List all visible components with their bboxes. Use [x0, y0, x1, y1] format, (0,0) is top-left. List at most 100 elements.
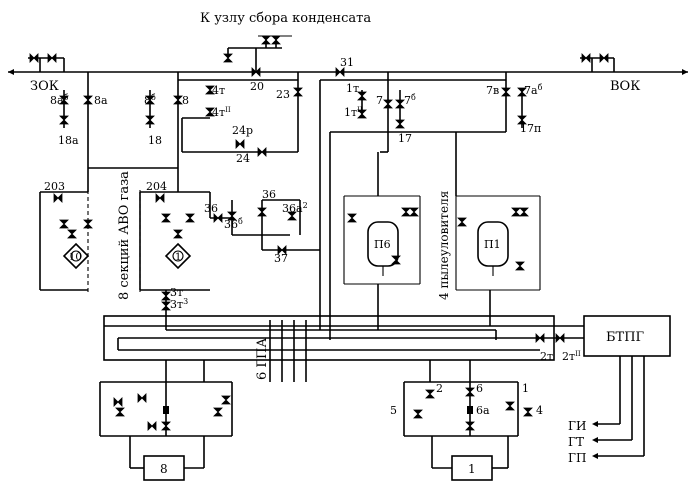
header-label-vok: ВОК — [610, 79, 640, 94]
valve-symbol — [155, 193, 165, 203]
valve-label-18: 18 — [148, 134, 162, 147]
valve-label-3t3: 3т3 — [170, 297, 188, 311]
valve-label-1: 1 — [522, 382, 529, 395]
valve-label-17p: 17п — [520, 122, 541, 135]
valve-label-37: 37 — [274, 252, 288, 265]
gpa-unit-1-label: 1 — [468, 462, 476, 476]
valve-label-4t: 4т — [212, 84, 225, 97]
valve-symbol — [213, 407, 223, 417]
valve-label-36v: 36 — [262, 188, 276, 201]
gpa-unit-8 — [99, 360, 233, 481]
dust-collector-p1 — [477, 221, 509, 276]
avo-filter-10-label: 10 — [69, 252, 82, 263]
btpg-label: БТПГ — [606, 330, 645, 345]
condensate-branch — [227, 35, 292, 72]
valve-label-3t: 3т — [170, 286, 183, 299]
valve-symbol — [271, 35, 281, 45]
valve-label-6a: 6а — [476, 404, 490, 417]
valve-symbol — [185, 213, 195, 223]
valve-label-6: 6 — [476, 382, 483, 395]
valve-symbol — [59, 95, 69, 105]
valve-label-8a6: 8аб — [50, 93, 69, 107]
valve-symbol — [293, 87, 303, 97]
valve-label-4: 4 — [536, 404, 543, 417]
valve-label-18a: 18а — [58, 134, 79, 147]
valve-label-24p: 24р — [232, 124, 253, 137]
header-label-zok: ЗОК — [30, 79, 59, 94]
valve-symbol — [251, 67, 261, 77]
valve-label-7: 7 — [376, 94, 383, 107]
valve-symbol — [115, 407, 125, 417]
valve-label-7v: 7в — [486, 84, 499, 97]
valve-label-8a: 8а — [94, 94, 108, 107]
valve-label-5: 5 — [390, 404, 397, 417]
valve-label-1t: 1т — [346, 82, 359, 95]
valve-symbol — [401, 207, 411, 217]
valve-label-20: 20 — [250, 80, 264, 93]
valve-symbol — [501, 87, 511, 97]
valve-symbol — [173, 95, 183, 105]
valve-symbol — [29, 53, 39, 63]
group-label-gpa: 6 ГПА — [255, 338, 270, 380]
valve-symbol — [395, 119, 405, 129]
valve-label-2tii: 2тII — [562, 350, 581, 363]
valve-symbol — [599, 53, 609, 63]
avo-filter-1-label: 1 — [175, 252, 181, 263]
btpg-unit — [583, 315, 671, 459]
valve-symbol — [413, 409, 423, 419]
valve-label-31: 31 — [340, 56, 354, 69]
valve-symbol — [523, 407, 533, 417]
main-header-pipe — [8, 69, 688, 75]
valve-symbol — [425, 389, 435, 399]
gpa-unit-8-label: 8 — [160, 462, 168, 476]
valve-label-8: 8 — [182, 94, 189, 107]
valve-symbol — [287, 211, 297, 221]
valve-symbol — [137, 393, 147, 403]
dust-collector-p1-label: П1 — [484, 238, 501, 251]
valve-label-203: 203 — [44, 180, 65, 193]
valve-symbol — [235, 139, 245, 149]
valve-label-204: 204 — [146, 180, 167, 193]
text-labels: К узлу сбора конденсата ЗОК ВОК 8 секций… — [30, 11, 645, 476]
valve-symbol — [511, 207, 521, 217]
dust-collector-p6 — [367, 221, 399, 276]
diagram-title: К узлу сбора конденсата — [200, 11, 371, 26]
output-gi: ГИ — [568, 419, 586, 433]
valve-symbol — [113, 397, 123, 407]
valve-symbol — [161, 291, 171, 301]
valve-symbol — [221, 395, 231, 405]
valve-symbol — [145, 95, 155, 105]
avo-section — [87, 190, 141, 292]
valve-symbol — [147, 421, 157, 431]
valve-symbol — [465, 421, 475, 431]
valve-label-36: 36 — [204, 202, 218, 215]
valve-symbol — [517, 87, 527, 97]
valve-label-7a6: 7аб — [524, 83, 543, 97]
valve-symbol — [67, 229, 77, 239]
valve-symbol — [383, 99, 393, 109]
valve-label-2: 2 — [436, 382, 443, 395]
valve-symbol — [83, 95, 93, 105]
valve-symbol — [227, 211, 237, 221]
group-label-avo: 8 секций АВО газа — [117, 171, 132, 300]
valve-symbol — [261, 35, 271, 45]
valve-layer — [29, 35, 609, 431]
valve-symbol — [581, 53, 591, 63]
output-gt: ГТ — [568, 435, 584, 449]
valve-symbol — [257, 147, 267, 157]
valve-symbol — [161, 213, 171, 223]
valve-label-17: 17 — [398, 132, 412, 145]
valve-label-4tii: 4тII — [212, 106, 231, 119]
valve-symbol — [357, 109, 367, 119]
valve-symbol — [145, 115, 155, 125]
valve-label-76: 7б — [404, 93, 416, 107]
valve-symbol — [53, 193, 63, 203]
valve-symbol — [347, 213, 357, 223]
valve-label-36a2: 36а2 — [282, 201, 308, 215]
valve-symbol — [277, 245, 287, 255]
valve-symbol — [535, 333, 545, 343]
valve-symbol — [205, 107, 215, 117]
valve-symbol — [357, 91, 367, 101]
valve-label-2t: 2т — [540, 350, 553, 363]
